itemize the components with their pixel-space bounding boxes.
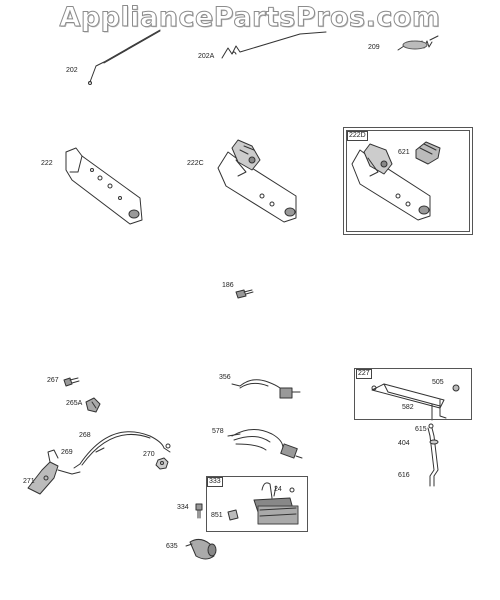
part-label-333[interactable]: 333 bbox=[207, 477, 223, 487]
part-label-404[interactable]: 404 bbox=[398, 440, 410, 447]
part-label-615[interactable]: 615 bbox=[415, 426, 427, 433]
part-label-851[interactable]: 851 bbox=[211, 512, 223, 519]
part-209-spring-drawing bbox=[397, 35, 439, 51]
part-label-227[interactable]: 227 bbox=[356, 369, 372, 379]
part-186-screw-drawing bbox=[235, 289, 254, 299]
frame-333 bbox=[206, 476, 308, 532]
part-265a-clip-drawing bbox=[85, 397, 101, 413]
part-label-222c[interactable]: 222C bbox=[187, 160, 204, 167]
part-202a-link-drawing bbox=[221, 31, 327, 59]
part-label-222d[interactable]: 222D bbox=[347, 131, 368, 141]
part-label-269[interactable]: 269 bbox=[61, 449, 73, 456]
part-label-582[interactable]: 582 bbox=[402, 404, 414, 411]
part-label-268[interactable]: 268 bbox=[79, 432, 91, 439]
part-label-578[interactable]: 578 bbox=[212, 428, 224, 435]
part-222-bracket-drawing bbox=[65, 147, 143, 225]
part-label-270[interactable]: 270 bbox=[143, 451, 155, 458]
frame-227 bbox=[354, 368, 472, 420]
part-267-screw-drawing bbox=[63, 377, 80, 387]
part-356-harness-drawing bbox=[231, 379, 301, 399]
part-label-505[interactable]: 505 bbox=[432, 379, 444, 386]
part-label-334[interactable]: 334 bbox=[177, 504, 189, 511]
part-334-screw-drawing bbox=[195, 503, 203, 519]
frame-222d bbox=[343, 127, 473, 235]
part-label-209[interactable]: 209 bbox=[368, 44, 380, 51]
part-label-202a[interactable]: 202A bbox=[198, 53, 215, 60]
part-578-harness-drawing bbox=[227, 429, 303, 459]
part-label-635[interactable]: 635 bbox=[166, 543, 178, 550]
part-616-rod-drawing bbox=[427, 423, 439, 487]
part-635-boot-drawing bbox=[185, 538, 217, 560]
part-label-202[interactable]: 202 bbox=[66, 67, 78, 74]
part-label-356[interactable]: 356 bbox=[219, 374, 231, 381]
watermark: AppliancePartsPros.com bbox=[59, 2, 441, 34]
part-label-616[interactable]: 616 bbox=[398, 472, 410, 479]
part-270-nut-drawing bbox=[155, 457, 169, 470]
part-label-265a[interactable]: 265A bbox=[66, 400, 83, 407]
part-label-267[interactable]: 267 bbox=[47, 377, 59, 384]
part-label-24[interactable]: 24 bbox=[274, 486, 282, 493]
part-label-222[interactable]: 222 bbox=[41, 160, 53, 167]
part-label-186[interactable]: 186 bbox=[222, 282, 234, 289]
part-202-rod-drawing bbox=[88, 29, 161, 85]
part-222c-bracket-drawing bbox=[217, 139, 297, 223]
part-label-271[interactable]: 271 bbox=[23, 478, 35, 485]
part-label-621[interactable]: 621 bbox=[398, 149, 410, 156]
